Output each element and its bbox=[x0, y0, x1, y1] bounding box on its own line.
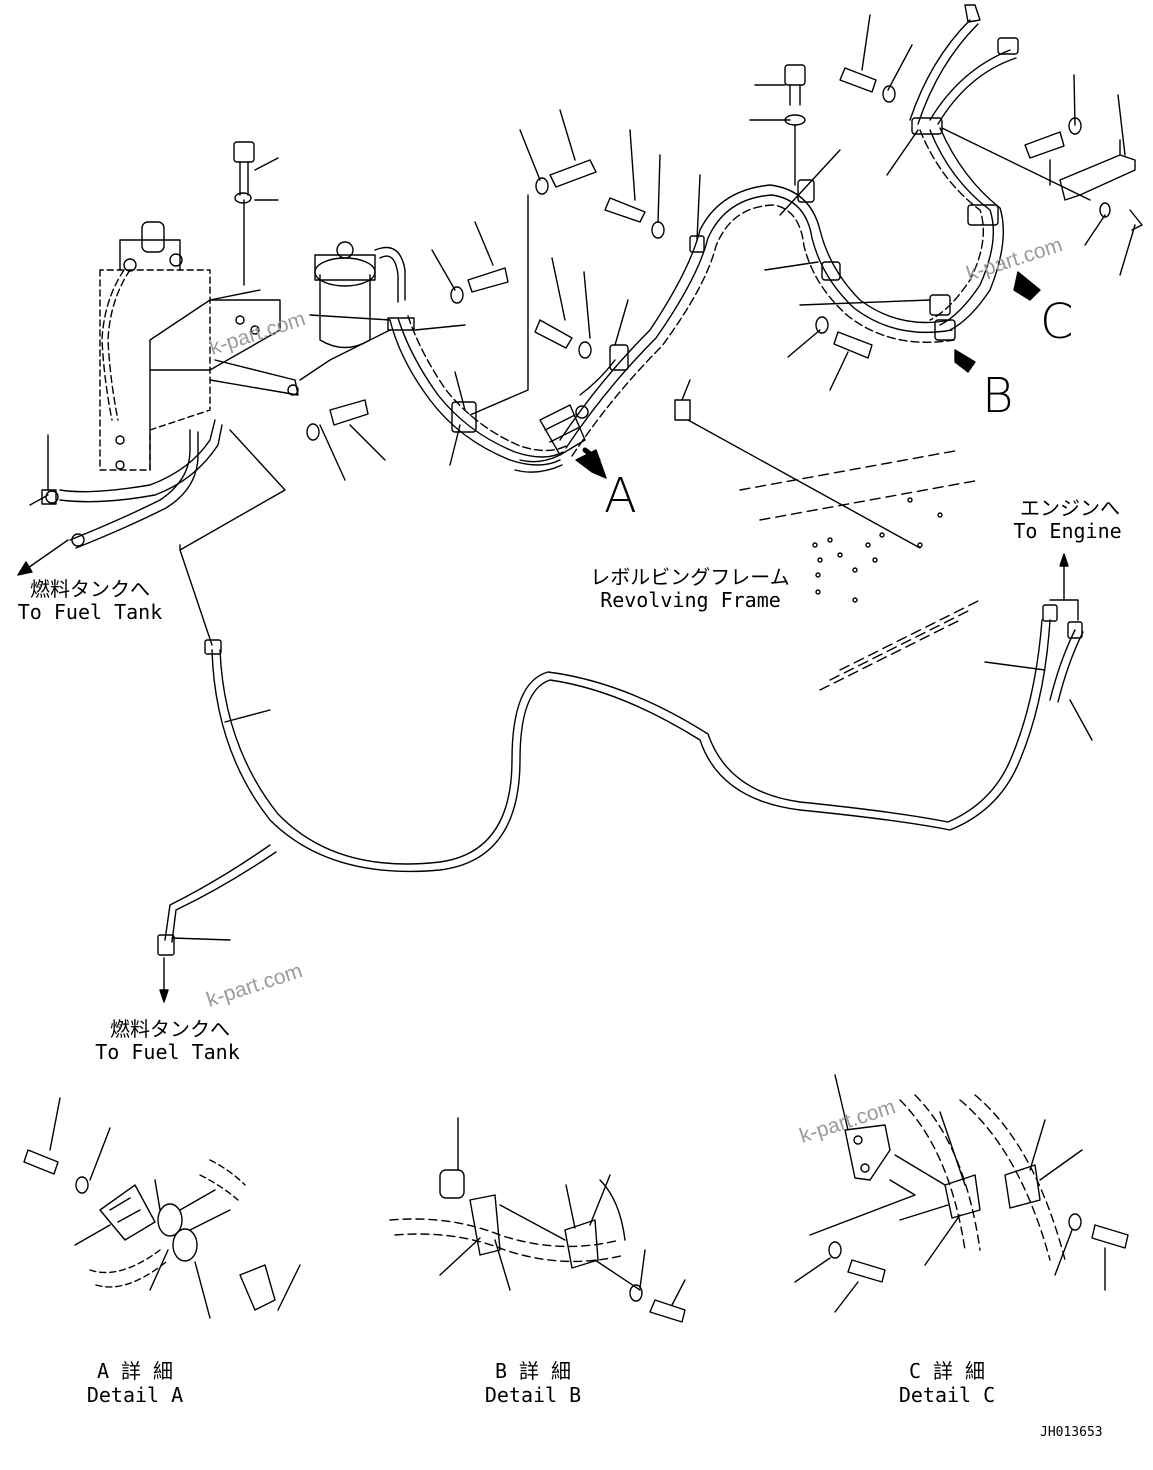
tank-bracket bbox=[99, 221, 299, 471]
arrow-c-icon bbox=[1013, 271, 1041, 301]
frame-label-jp: レボルビングフレーム bbox=[590, 565, 790, 589]
fuel-tank-bottom-label-jp: 燃料タンクへ bbox=[110, 1017, 230, 1041]
main-fuel-line bbox=[157, 604, 1084, 956]
fasteners bbox=[41, 64, 1143, 505]
engine-label-en: To Engine bbox=[1013, 519, 1122, 543]
detail-a-label-jp: A 詳 細 bbox=[96, 1359, 174, 1383]
fuel-tank-bottom-label-en: To Fuel Tank bbox=[95, 1040, 240, 1064]
revolving-frame bbox=[739, 449, 981, 691]
fuel-tank-label-jp: 燃料タンクへ bbox=[30, 577, 150, 601]
detail-c-label-jp: C 詳 細 bbox=[908, 1359, 986, 1383]
joint-block-a bbox=[514, 359, 616, 473]
detail-a-drawing bbox=[23, 1097, 301, 1319]
frame-holes bbox=[812, 497, 943, 603]
detail-c-label-en: Detail C bbox=[898, 1383, 996, 1407]
detail-b-drawing bbox=[389, 1117, 686, 1323]
fuel-tank-label-en: To Fuel Tank bbox=[17, 600, 163, 624]
left-fuel-hoses bbox=[45, 269, 223, 549]
marker-a: A bbox=[604, 468, 637, 524]
detail-b-label-jp: B 詳 細 bbox=[494, 1359, 572, 1383]
frame-label-en: Revolving Frame bbox=[600, 588, 781, 612]
engine-label-jp: エンジンへ bbox=[1020, 496, 1120, 520]
right-hoses bbox=[909, 4, 1136, 331]
detail-c-drawing bbox=[794, 1074, 1129, 1313]
arrow-b-icon bbox=[954, 349, 976, 373]
drawing-code: JH013653 bbox=[1040, 1425, 1103, 1440]
marker-b: B bbox=[982, 368, 1014, 424]
detail-b-label-en: Detail B bbox=[484, 1383, 582, 1407]
detail-a-label-en: Detail A bbox=[86, 1383, 184, 1407]
leader-lines bbox=[29, 14, 1136, 941]
upper-hoses bbox=[559, 179, 956, 457]
fuel-filter bbox=[314, 241, 567, 466]
flow-arrows bbox=[17, 539, 1069, 1003]
marker-c: C bbox=[1040, 294, 1074, 350]
